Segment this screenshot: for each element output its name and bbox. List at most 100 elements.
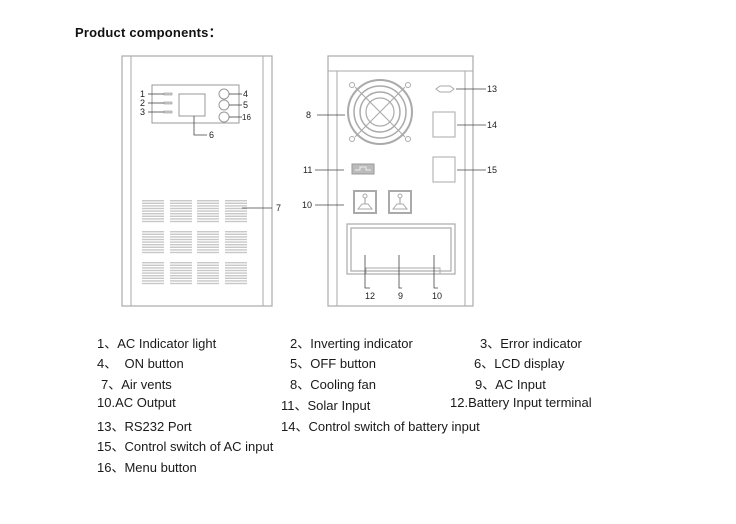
vent-slat: [225, 218, 247, 220]
legend-label: ON button: [117, 356, 184, 371]
vent-slat: [142, 277, 164, 279]
legend-item: 3、Error indicator: [480, 333, 582, 352]
vent-slat: [170, 202, 192, 204]
callout-11: 11: [303, 165, 312, 175]
vent-slat: [225, 264, 247, 266]
vent-slat: [142, 262, 164, 264]
vent-slat: [142, 272, 164, 274]
legend-num: 6、: [474, 356, 495, 371]
back-panel-outline: [327, 55, 474, 307]
vent-slat: [142, 200, 164, 202]
legend-item: 14、Control switch of battery input: [281, 416, 480, 435]
vent-slat: [225, 207, 247, 210]
vent-slat: [197, 251, 219, 254]
vent-slat: [170, 249, 192, 251]
led-error-indicator: [163, 110, 173, 114]
vent-slat: [197, 233, 219, 235]
front-panel-outline: [121, 55, 273, 307]
led-inverting-indicator: [163, 101, 173, 105]
legend-item: 9、AC Input: [475, 374, 546, 393]
vent-slat: [142, 213, 164, 215]
legend-label: Battery Input terminal: [468, 395, 592, 410]
vent-slat: [225, 267, 247, 269]
legend-item: 16、Menu button: [97, 457, 197, 476]
vent-slat: [170, 220, 192, 223]
legend-num: 7、: [101, 377, 122, 392]
front-callout-lines: [148, 93, 272, 209]
vent-slat: [142, 218, 164, 220]
vent-slat: [170, 207, 192, 210]
vent-slat: [225, 249, 247, 251]
vent-slat: [225, 241, 247, 243]
vent-slat: [197, 275, 219, 277]
legend-num: 10.: [97, 395, 116, 410]
battery-input-switch: [432, 111, 456, 138]
legend-item: 1、AC Indicator light: [97, 333, 216, 352]
vent-slat: [170, 269, 192, 272]
vent-slat: [197, 220, 219, 223]
vent-slat: [142, 205, 164, 207]
legend-num: 9、: [475, 377, 496, 392]
vent-slat: [197, 238, 219, 241]
vent-slat: [170, 246, 192, 248]
back-callout-lines: [315, 88, 486, 289]
legend-item: 8、Cooling fan: [290, 374, 376, 393]
on-button: [218, 88, 230, 100]
vent-slat: [170, 280, 192, 282]
legend-label: Control switch of AC input: [124, 439, 274, 454]
vent-slat: [142, 264, 164, 266]
vent-slat: [197, 277, 219, 279]
callout-3: 3: [140, 107, 145, 117]
vent-slat: [197, 262, 219, 264]
vent-slat: [142, 207, 164, 210]
vent-slat: [197, 280, 219, 282]
vent-slat: [197, 267, 219, 269]
callout-10-terminal: 10: [432, 291, 442, 301]
cooling-fan: [347, 79, 413, 145]
legend-item: 11、Solar Input: [281, 395, 370, 414]
vent-slat: [170, 262, 192, 264]
vent-slat: [170, 272, 192, 274]
vent-slat: [197, 282, 219, 285]
vent-slat: [225, 213, 247, 215]
rs232-port: [435, 85, 455, 93]
legend-item: 10.AC Output: [97, 395, 176, 410]
air-vents: [142, 200, 247, 285]
vent-slat: [142, 231, 164, 233]
vent-slat: [225, 244, 247, 246]
callout-15: 15: [487, 165, 497, 175]
vent-slat: [225, 202, 247, 204]
vent-slat: [170, 282, 192, 285]
legend-num: 13、: [97, 419, 125, 434]
callout-7: 7: [276, 203, 281, 213]
vent-slat: [170, 244, 192, 246]
callout-9: 9: [398, 291, 403, 301]
vent-slat: [170, 264, 192, 266]
vent-slat: [170, 213, 192, 215]
terminal-block: [346, 223, 456, 275]
callout-5: 5: [243, 100, 248, 110]
vent-slat: [225, 238, 247, 241]
vent-slat: [170, 200, 192, 202]
lcd-display: [178, 93, 206, 117]
vent-slat: [197, 210, 219, 212]
legend-num: 4、: [97, 356, 118, 371]
vent-slat: [170, 218, 192, 220]
legend-label: RS232 Port: [124, 419, 192, 434]
vent-slat: [225, 262, 247, 264]
legend-label: AC Input: [495, 377, 546, 392]
legend-item: 6、LCD display: [474, 353, 564, 372]
legend-num: 3、: [480, 336, 501, 351]
legend-num: 5、: [290, 356, 311, 371]
vent-slat: [197, 241, 219, 243]
vent-slat: [170, 251, 192, 254]
vent-slat: [197, 246, 219, 248]
ac-input-switch: [432, 156, 456, 183]
vent-slat: [225, 275, 247, 277]
vent-slat: [197, 264, 219, 266]
legend-num: 15、: [97, 439, 125, 454]
vent-slat: [142, 233, 164, 235]
vent-slat: [142, 282, 164, 285]
legend-num: 11、: [281, 398, 308, 413]
legend-item: 2、Inverting indicator: [290, 333, 413, 352]
